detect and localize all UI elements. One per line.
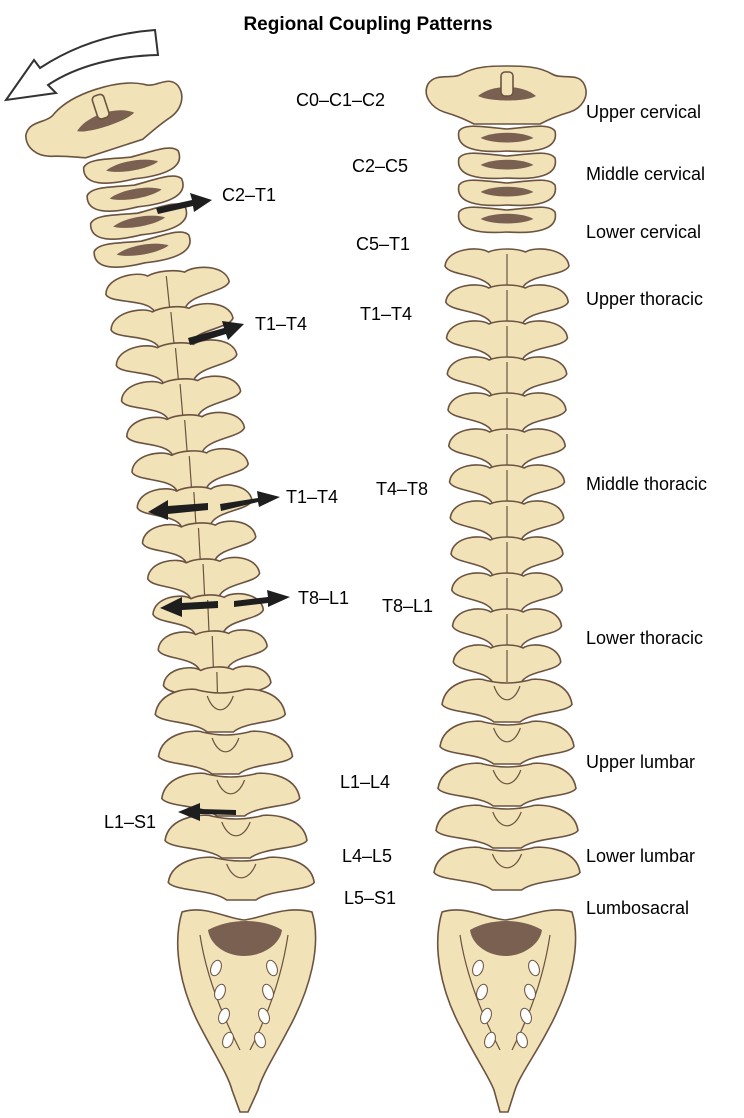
mid-label-l1-l4: L1–L4 bbox=[340, 772, 390, 792]
left-label-l1-s1: L1–S1 bbox=[104, 812, 156, 832]
right-thoracic-vertebra bbox=[447, 357, 567, 396]
right-vertebrae-group bbox=[434, 126, 580, 890]
left-lumbar-vertebra bbox=[168, 857, 314, 900]
mid-label-c2-c5: C2–C5 bbox=[352, 156, 408, 176]
region-middle-cervical: Middle cervical bbox=[586, 164, 705, 184]
left-lumbar-vertebra bbox=[159, 731, 293, 774]
mid-label-t8-l1: T8–L1 bbox=[382, 596, 433, 616]
right-lumbar-vertebra bbox=[442, 679, 572, 722]
left-vertebrae-group bbox=[82, 146, 314, 900]
region-upper-thoracic: Upper thoracic bbox=[586, 289, 703, 309]
right-lumbar-vertebra bbox=[434, 847, 580, 890]
mid-label-l4-l5: L4–L5 bbox=[342, 846, 392, 866]
right-thoracic-vertebra bbox=[445, 249, 569, 288]
right-thoracic-vertebra bbox=[450, 465, 565, 504]
region-lower-lumbar: Lower lumbar bbox=[586, 846, 695, 866]
right-lumbar-vertebra bbox=[440, 721, 574, 764]
right-thoracic-vertebra bbox=[452, 573, 563, 612]
left-label-t1-t4: T1–T4 bbox=[255, 314, 307, 334]
right-cervical-vertebra bbox=[459, 126, 556, 151]
right-lumbar-vertebra bbox=[436, 805, 578, 848]
left-label-c2-t1: C2–T1 bbox=[222, 185, 276, 205]
rotated-spine bbox=[178, 910, 316, 1112]
region-lower-thoracic: Lower thoracic bbox=[586, 628, 703, 648]
left-lumbar-vertebra bbox=[165, 815, 307, 858]
left-label-t1-t4-mid: T1–T4 bbox=[286, 487, 338, 507]
mid-label-l5-s1: L5–S1 bbox=[344, 888, 396, 908]
mid-label-t4-t8: T4–T8 bbox=[376, 479, 428, 499]
right-thoracic-vertebra bbox=[451, 537, 563, 576]
mid-label-t1-t4: T1–T4 bbox=[360, 304, 412, 324]
right-thoracic-vertebra bbox=[453, 609, 562, 648]
region-upper-lumbar: Upper lumbar bbox=[586, 752, 695, 772]
left-lumbar-vertebra bbox=[162, 773, 300, 816]
right-thoracic-vertebra bbox=[447, 321, 568, 360]
region-upper-cervical: Upper cervical bbox=[586, 102, 701, 122]
right-cervical-vertebra bbox=[459, 207, 556, 232]
mid-label-c5-t1: C5–T1 bbox=[356, 234, 410, 254]
right-cervical-vertebra bbox=[459, 153, 556, 178]
left-label-t8-l1: T8–L1 bbox=[298, 588, 349, 608]
diagram-title: Regional Coupling Patterns bbox=[243, 14, 492, 35]
region-lower-cervical: Lower cervical bbox=[586, 222, 701, 242]
left-thoracic-vertebra bbox=[158, 629, 268, 672]
right-thoracic-vertebra bbox=[446, 285, 569, 324]
region-middle-thoracic: Middle thoracic bbox=[586, 474, 707, 494]
right-cervical-vertebra bbox=[459, 180, 556, 205]
right-thoracic-vertebra bbox=[449, 429, 566, 468]
left-lumbar-vertebra bbox=[155, 689, 285, 732]
mid-label-c0-c2: C0–C1–C2 bbox=[296, 90, 385, 110]
right-thoracic-vertebra bbox=[448, 393, 566, 432]
right-thoracic-vertebra bbox=[450, 501, 564, 540]
right-lumbar-vertebra bbox=[438, 763, 576, 806]
right-thoracic-vertebra bbox=[453, 645, 561, 684]
region-lumbosacral: Lumbosacral bbox=[586, 898, 689, 918]
